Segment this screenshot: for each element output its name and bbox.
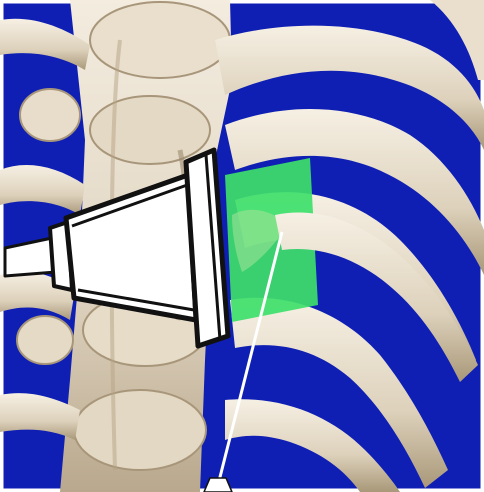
thoracic-spine-ultrasound-illustration [0,0,484,492]
